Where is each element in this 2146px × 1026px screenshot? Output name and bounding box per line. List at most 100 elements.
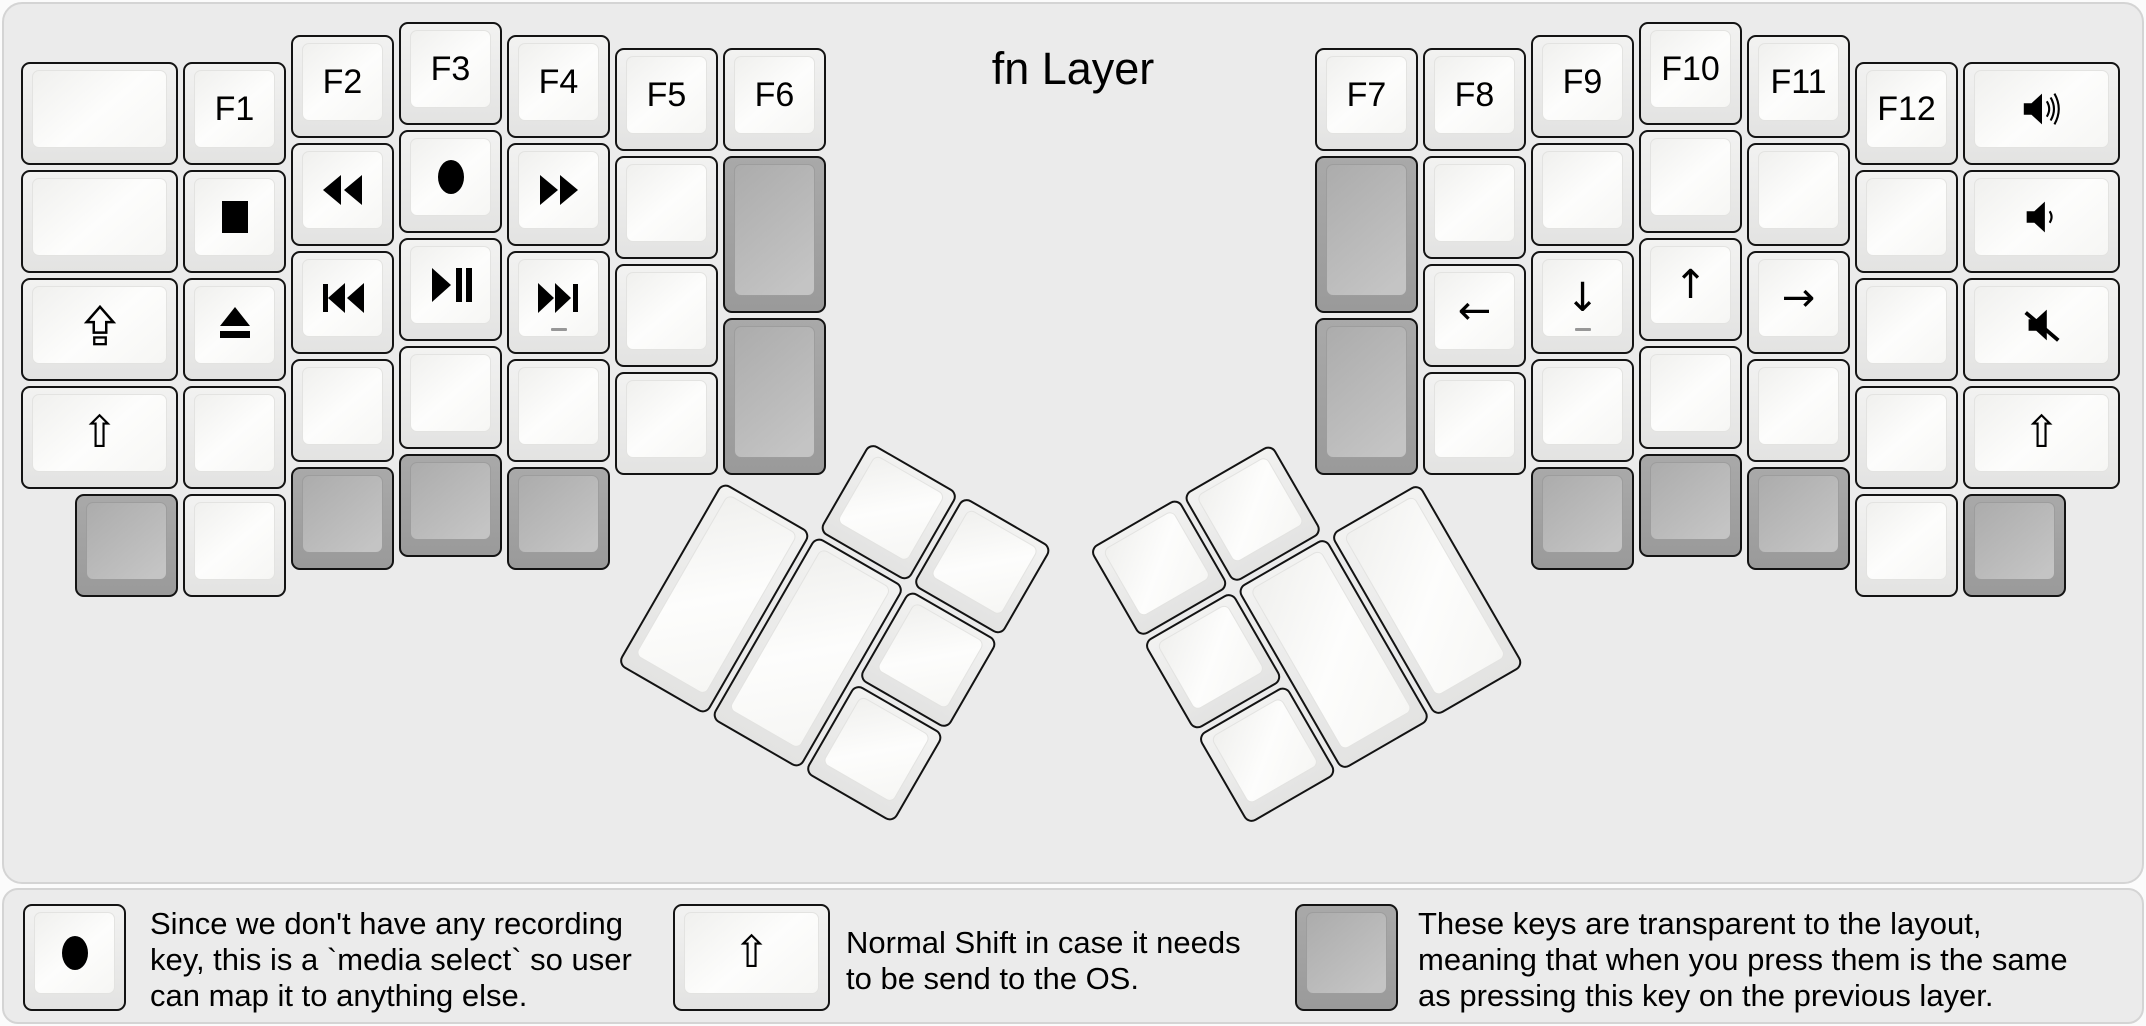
- key-label: ↓: [1565, 275, 1600, 321]
- key-f9[interactable]: F9: [1531, 35, 1634, 138]
- key-blank[interactable]: [183, 494, 286, 597]
- key-label: ←: [1457, 288, 1492, 334]
- key-caps-lock[interactable]: [21, 278, 178, 381]
- key-blank[interactable]: [1747, 143, 1850, 246]
- mute-icon: [2019, 302, 2065, 348]
- key-label: F10: [1661, 50, 1720, 88]
- key-play-pause[interactable]: [399, 238, 502, 341]
- key-transparent[interactable]: [1639, 454, 1742, 557]
- key-volume-up[interactable]: [1963, 62, 2120, 165]
- key-f4[interactable]: F4: [507, 35, 610, 138]
- key-transparent[interactable]: [1315, 156, 1418, 313]
- key-blank[interactable]: [1639, 130, 1742, 233]
- key-blank[interactable]: [1747, 359, 1850, 462]
- key-media-select[interactable]: [399, 130, 502, 233]
- keycap-surface: [1306, 912, 1387, 994]
- key-transparent[interactable]: [723, 318, 826, 475]
- key-blank[interactable]: [1855, 170, 1958, 273]
- key-blank[interactable]: [1855, 494, 1958, 597]
- key-blank[interactable]: [1855, 278, 1958, 381]
- keycap-surface: F10: [1650, 30, 1731, 108]
- legend-line: meaning that when you press them is the …: [1418, 942, 2068, 977]
- key-arrow-right[interactable]: →: [1747, 251, 1850, 354]
- key-f8[interactable]: F8: [1423, 48, 1526, 151]
- key-blank[interactable]: [1531, 143, 1634, 246]
- keycap-surface: [32, 70, 167, 148]
- key-f6[interactable]: F6: [723, 48, 826, 151]
- key-blank[interactable]: [183, 386, 286, 489]
- key-blank[interactable]: [1423, 372, 1526, 475]
- keycap-surface: ⇧: [1974, 394, 2109, 472]
- key-blank[interactable]: [615, 264, 718, 367]
- key-transparent[interactable]: [291, 467, 394, 570]
- legend-line: as pressing this key on the previous lay…: [1418, 978, 1994, 1013]
- keycap-surface: ⇧: [684, 912, 819, 994]
- keycap-surface: [86, 502, 167, 580]
- key-blank[interactable]: [1855, 386, 1958, 489]
- key-stop[interactable]: [183, 170, 286, 273]
- legend-line: to be send to the OS.: [846, 961, 1139, 996]
- key-next-track[interactable]: [507, 251, 610, 354]
- key-transparent[interactable]: [507, 467, 610, 570]
- key-label: F1: [214, 90, 255, 128]
- keycap-surface: [1326, 326, 1407, 458]
- key-f10[interactable]: F10: [1639, 22, 1742, 125]
- keycap-surface: [1650, 462, 1731, 540]
- key-arrow-up[interactable]: ↑: [1639, 238, 1742, 341]
- legend-line: can map it to anything else.: [150, 978, 528, 1013]
- key-prev-track[interactable]: [291, 251, 394, 354]
- caps-lock-icon: [77, 302, 123, 348]
- keycap-surface: [1974, 286, 2109, 364]
- key-blank[interactable]: [615, 372, 718, 475]
- key-transparent[interactable]: [723, 156, 826, 313]
- key-eject[interactable]: [183, 278, 286, 381]
- key-blank[interactable]: [1423, 156, 1526, 259]
- next-track-icon: [535, 274, 583, 322]
- key-f2[interactable]: F2: [291, 35, 394, 138]
- key-blank[interactable]: [507, 359, 610, 462]
- key-transparent[interactable]: [399, 454, 502, 557]
- keycap-surface: F7: [1326, 56, 1407, 134]
- key-transparent[interactable]: [1963, 494, 2066, 597]
- play-pause-icon: [427, 261, 475, 309]
- key-label: F5: [646, 76, 687, 114]
- key-transparent[interactable]: [1747, 467, 1850, 570]
- legend-shift-text: Normal Shift in case it needs to be send…: [846, 925, 1241, 997]
- key-arrow-left[interactable]: ←: [1423, 264, 1526, 367]
- key-f5[interactable]: F5: [615, 48, 718, 151]
- key-f12[interactable]: F12: [1855, 62, 1958, 165]
- keycap-surface: [194, 286, 275, 364]
- key-volume-down[interactable]: [1963, 170, 2120, 273]
- keycap-surface: [194, 178, 275, 256]
- key-f3[interactable]: F3: [399, 22, 502, 125]
- keycap-surface: [1650, 354, 1731, 432]
- record-icon: [429, 155, 473, 199]
- keycap-surface: [1974, 70, 2109, 148]
- key-blank[interactable]: [399, 346, 502, 449]
- key-blank[interactable]: [291, 359, 394, 462]
- layer-title: fn Layer: [991, 43, 1155, 94]
- key-arrow-down[interactable]: ↓: [1531, 251, 1634, 354]
- key-transparent[interactable]: [1531, 467, 1634, 570]
- key-f11[interactable]: F11: [1747, 35, 1850, 138]
- key-mute[interactable]: [1963, 278, 2120, 381]
- key-f7[interactable]: F7: [1315, 48, 1418, 151]
- keycap-surface: [626, 380, 707, 458]
- keycap-surface: ↓: [1542, 259, 1623, 337]
- key-left-shift[interactable]: ⇧: [21, 386, 178, 489]
- key-rewind[interactable]: [291, 143, 394, 246]
- key-blank[interactable]: [1639, 346, 1742, 449]
- key-f1[interactable]: F1: [183, 62, 286, 165]
- keycap-surface: [1434, 380, 1515, 458]
- keycap-surface: [518, 151, 599, 229]
- key-blank[interactable]: [1531, 359, 1634, 462]
- key-fast-forward[interactable]: [507, 143, 610, 246]
- keycap-surface: [410, 246, 491, 324]
- key-blank[interactable]: [21, 62, 178, 165]
- keycap-surface: [34, 912, 115, 994]
- key-transparent[interactable]: [1315, 318, 1418, 475]
- key-right-shift[interactable]: ⇧: [1963, 386, 2120, 489]
- key-transparent[interactable]: [75, 494, 178, 597]
- key-blank[interactable]: [21, 170, 178, 273]
- key-blank[interactable]: [615, 156, 718, 259]
